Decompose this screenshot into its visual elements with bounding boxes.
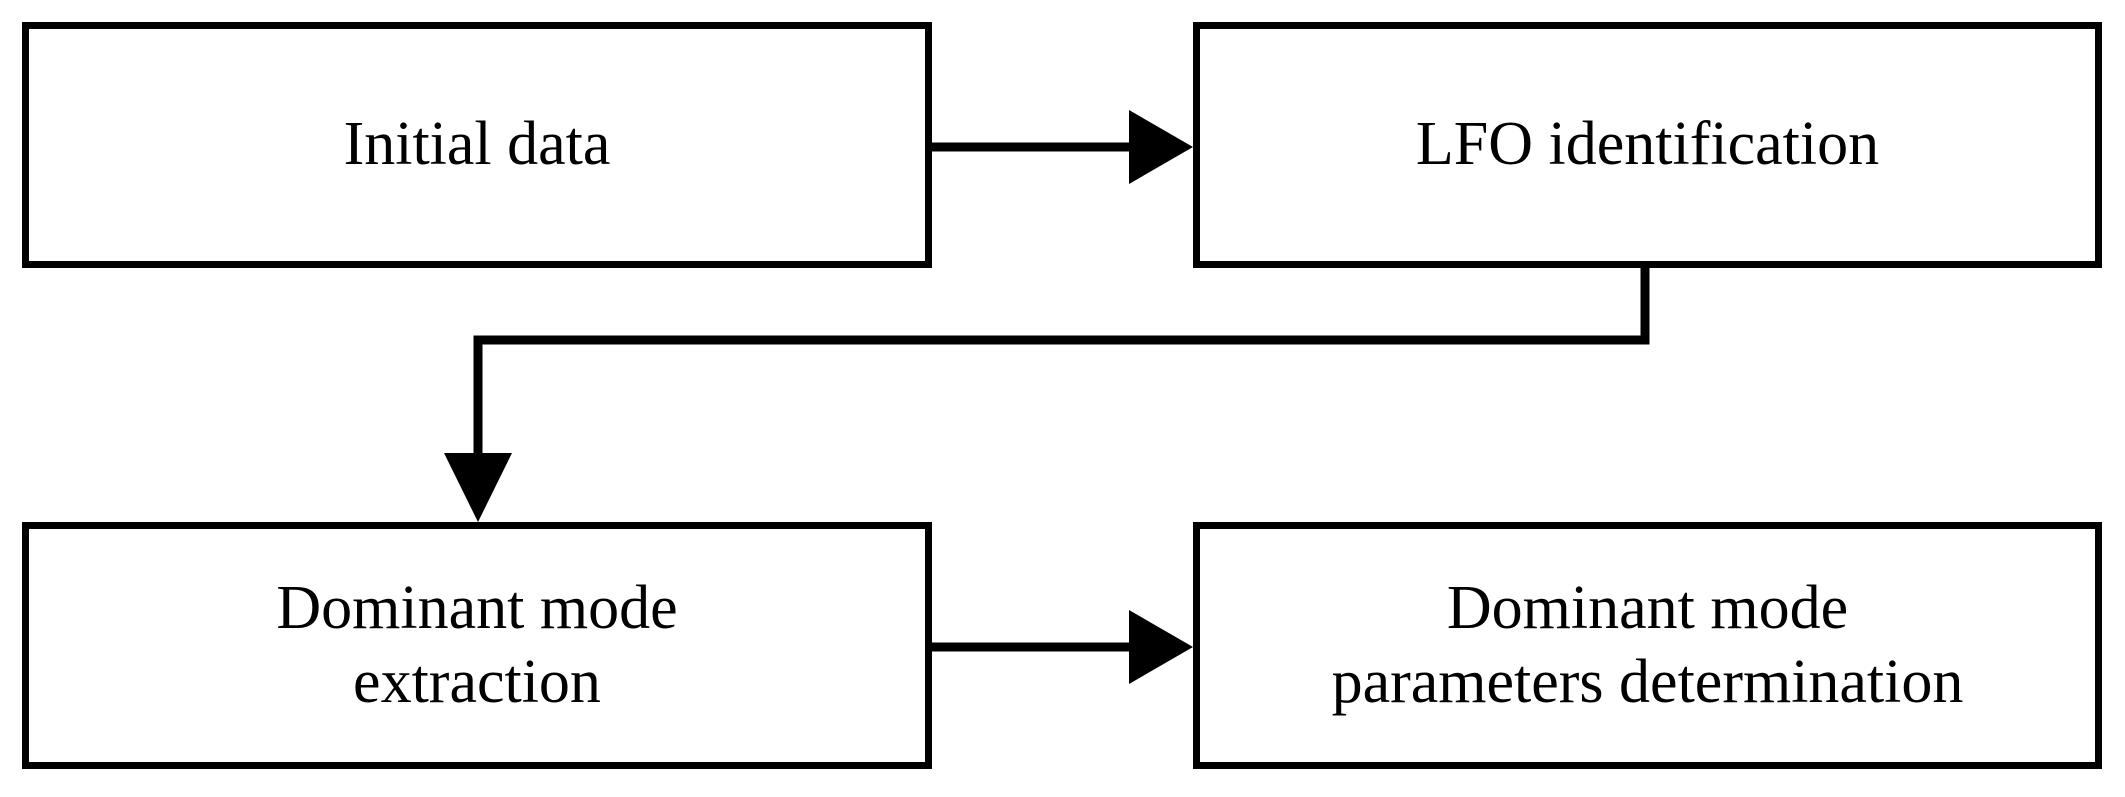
edge-initial-data-to-lfo-identification — [932, 110, 1193, 184]
flow-node-dominant-mode-parameters-determination[interactable]: Dominant mode parameters determination — [1193, 522, 2102, 769]
arrowhead-right-icon — [1129, 610, 1193, 684]
flow-node-label: Dominant mode extraction — [276, 574, 678, 716]
flow-node-initial-data[interactable]: Initial data — [22, 22, 932, 268]
edge-lfo-identification-to-dominant-mode-extraction — [444, 268, 1650, 522]
arrowhead-down-icon — [444, 453, 512, 522]
arrowhead-right-icon — [1129, 110, 1193, 184]
flow-node-lfo-identification[interactable]: LFO identification — [1193, 22, 2102, 268]
edge-dominant-mode-extraction-to-parameters — [932, 610, 1193, 684]
flow-node-dominant-mode-extraction[interactable]: Dominant mode extraction — [22, 522, 932, 769]
flow-node-label: LFO identification — [1415, 110, 1880, 179]
edge-line — [473, 268, 1650, 455]
flow-node-label: Dominant mode parameters determination — [1331, 574, 1964, 716]
flow-node-label: Initial data — [343, 110, 611, 179]
